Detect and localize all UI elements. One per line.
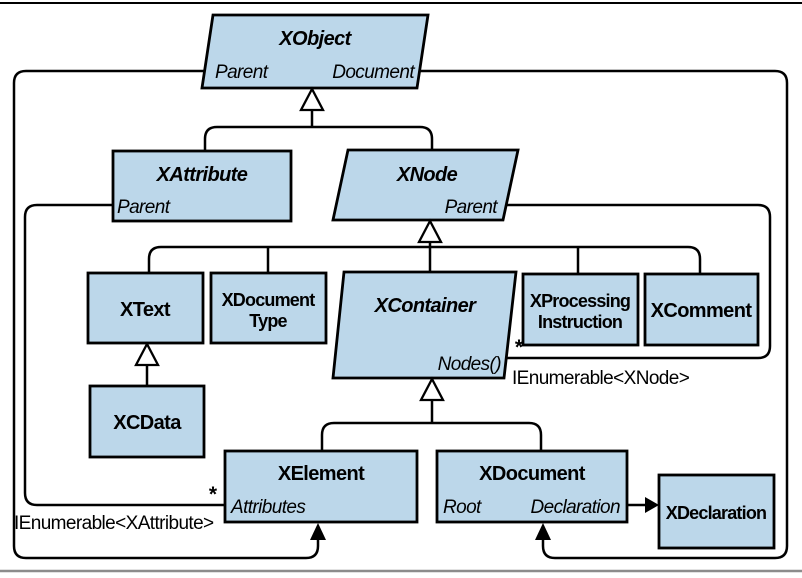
xattribute-title: XAttribute bbox=[156, 164, 248, 186]
arrowhead-into-xdocument bbox=[535, 523, 551, 540]
xcdata-box bbox=[88, 384, 206, 459]
xobject-parent-label: Parent bbox=[215, 62, 269, 83]
xobject-document-label: Document bbox=[332, 62, 415, 83]
xelement-box bbox=[223, 449, 419, 524]
branch-xobject-children bbox=[203, 125, 434, 151]
xdocumenttype-box bbox=[209, 271, 328, 345]
xdeclaration-box bbox=[657, 473, 776, 550]
xdeclaration-title: XDeclaration bbox=[666, 503, 766, 523]
arrowhead-into-xelement bbox=[310, 523, 326, 540]
xcontainer-box bbox=[331, 270, 518, 380]
xcomment-box bbox=[643, 272, 760, 347]
branch-xcontainer-children bbox=[320, 421, 543, 451]
xcdata-title: XCData bbox=[113, 412, 182, 434]
edge-xobject-document-to-xdocument bbox=[420, 69, 789, 560]
xdocument-box bbox=[435, 449, 629, 524]
xdocument-root-label: Root bbox=[443, 497, 482, 518]
xattribute-parent-label: Parent bbox=[117, 197, 171, 218]
branch-xnode-children bbox=[147, 245, 702, 274]
xattribute-box bbox=[111, 149, 293, 223]
xtext-box bbox=[86, 271, 205, 345]
attributes-type-label: IEnumerable<XAttribute> bbox=[14, 513, 214, 534]
edge-xnode-parent-to-xcontainer-nodes bbox=[505, 203, 772, 360]
inheritance-triangle-xobject bbox=[299, 86, 325, 112]
nodes-multiplicity-star: * bbox=[515, 336, 524, 359]
arrowhead-into-xdeclaration bbox=[645, 497, 659, 513]
xprocessinginstruction-title-line1: XProcessing bbox=[530, 291, 630, 311]
xcontainer-nodes-label: Nodes() bbox=[438, 354, 502, 375]
xdocument-title: XDocument bbox=[479, 463, 586, 485]
inheritance-triangle-xtext bbox=[134, 341, 160, 367]
xdocumenttype-title-line1: XDocument bbox=[222, 290, 316, 310]
xobject-box bbox=[200, 13, 430, 90]
xtext-title: XText bbox=[120, 299, 171, 321]
inheritance-triangle-xcontainer bbox=[419, 376, 445, 402]
xdocumenttype-title-line2: Type bbox=[249, 311, 287, 331]
xcomment-title: XComment bbox=[651, 300, 753, 322]
xnode-title: XNode bbox=[396, 164, 458, 186]
xelement-title: XElement bbox=[278, 463, 365, 485]
inheritance-triangle-xnode bbox=[417, 218, 443, 244]
xelement-attributes-label: Attributes bbox=[230, 497, 306, 518]
xprocessinginstruction-box bbox=[521, 272, 640, 347]
nodes-type-label: IEnumerable<XNode> bbox=[512, 368, 690, 389]
xnode-box bbox=[331, 148, 520, 222]
edge-xattribute-parent-to-xelement-attributes bbox=[23, 203, 226, 507]
xdocument-declaration-label: Declaration bbox=[530, 497, 620, 518]
xnode-parent-label: Parent bbox=[445, 197, 499, 218]
xobject-title: XObject bbox=[278, 28, 352, 50]
edge-xobject-parent-to-xelement bbox=[12, 69, 320, 560]
xcontainer-title: XContainer bbox=[374, 295, 477, 317]
attributes-multiplicity-star: * bbox=[209, 483, 218, 506]
xprocessinginstruction-title-line2: Instruction bbox=[538, 312, 622, 332]
